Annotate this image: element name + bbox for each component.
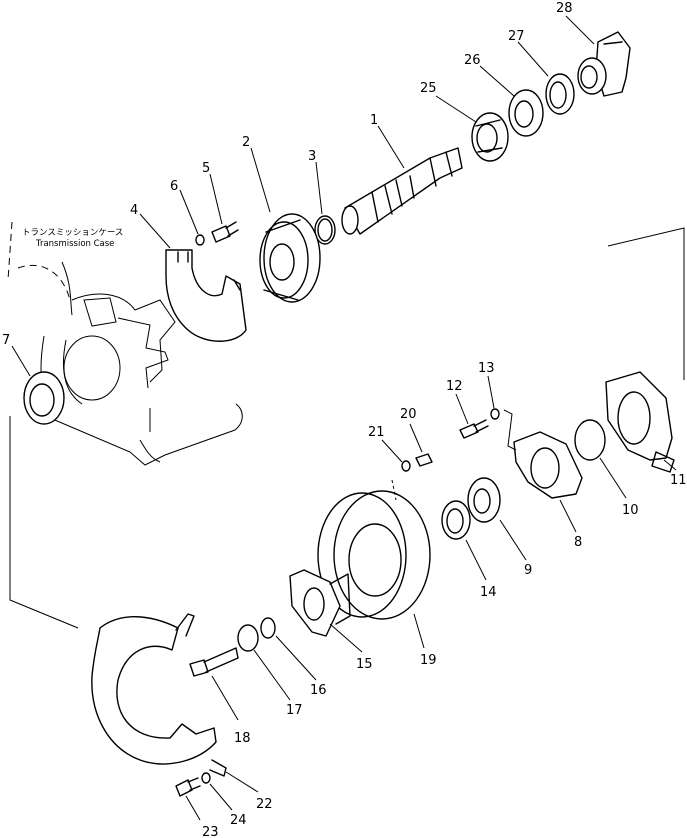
callout-1: 1 xyxy=(370,113,378,128)
part-16-o-ring xyxy=(260,617,276,639)
part-6-washer xyxy=(195,234,205,246)
callout-2: 2 xyxy=(242,135,250,150)
callout-28: 28 xyxy=(556,1,573,16)
part-26-bearing xyxy=(508,89,544,137)
part-28-coupling-flange xyxy=(577,31,631,97)
part-25-bearing xyxy=(471,112,509,162)
callout-18: 18 xyxy=(234,731,251,746)
part-21-washer xyxy=(401,460,411,472)
caption-english: Transmission Case xyxy=(35,239,114,249)
part-13-washer xyxy=(490,408,517,451)
part-12-bolt xyxy=(459,419,489,439)
part-2-gear xyxy=(259,213,321,303)
callout-24: 24 xyxy=(230,813,247,828)
part-9-bearing xyxy=(467,477,501,523)
part-22-lower-cover xyxy=(91,613,227,777)
callout-12: 12 xyxy=(446,379,463,394)
bracket-line-left xyxy=(9,416,79,629)
caption-japanese: トランスミッションケース xyxy=(22,228,123,238)
part-15-yoke xyxy=(289,569,351,637)
transmission-case xyxy=(7,221,243,466)
part-27-seal xyxy=(545,73,575,115)
callout-8: 8 xyxy=(574,535,582,550)
callout-25: 25 xyxy=(420,81,437,96)
part-8-bearing-housing xyxy=(513,431,583,499)
callout-16: 16 xyxy=(310,683,327,698)
part-3-snap-ring xyxy=(314,215,336,245)
callout-10: 10 xyxy=(622,503,639,518)
leader-lines xyxy=(11,15,677,821)
callout-6: 6 xyxy=(170,179,178,194)
part-1-shaft xyxy=(341,147,463,235)
callout-4: 4 xyxy=(130,203,138,218)
callout-7: 7 xyxy=(2,333,10,348)
part-17-plate xyxy=(237,624,259,652)
part-10-o-ring xyxy=(574,419,606,461)
callout-14: 14 xyxy=(480,585,497,600)
part-19-brake-drum xyxy=(317,479,431,620)
callout-21: 21 xyxy=(368,425,385,440)
part-14-seal xyxy=(441,500,471,540)
callout-20: 20 xyxy=(400,407,417,422)
part-4-cover xyxy=(165,249,247,342)
part-7-bearing xyxy=(23,371,65,425)
part-20-bolt xyxy=(415,453,433,467)
callout-17: 17 xyxy=(286,703,303,718)
bracket-line-right xyxy=(607,227,685,380)
part-23-bolt xyxy=(175,777,201,797)
callout-19: 19 xyxy=(420,653,437,668)
part-5-bolt xyxy=(211,221,239,243)
callout-15: 15 xyxy=(356,657,373,672)
callout-26: 26 xyxy=(464,53,481,68)
callout-22: 22 xyxy=(256,797,273,812)
callout-5: 5 xyxy=(202,161,210,176)
case-caption: トランスミッションケース Transmission Case xyxy=(22,228,123,249)
callout-23: 23 xyxy=(202,825,219,838)
part-11-housing xyxy=(605,371,675,473)
part-18-bolt xyxy=(189,647,239,677)
callout-13: 13 xyxy=(478,361,495,376)
callout-11: 11 xyxy=(670,473,687,488)
callout-3: 3 xyxy=(308,149,316,164)
callout-27: 27 xyxy=(508,29,525,44)
callout-9: 9 xyxy=(524,563,532,578)
part-24-washer xyxy=(201,772,211,784)
